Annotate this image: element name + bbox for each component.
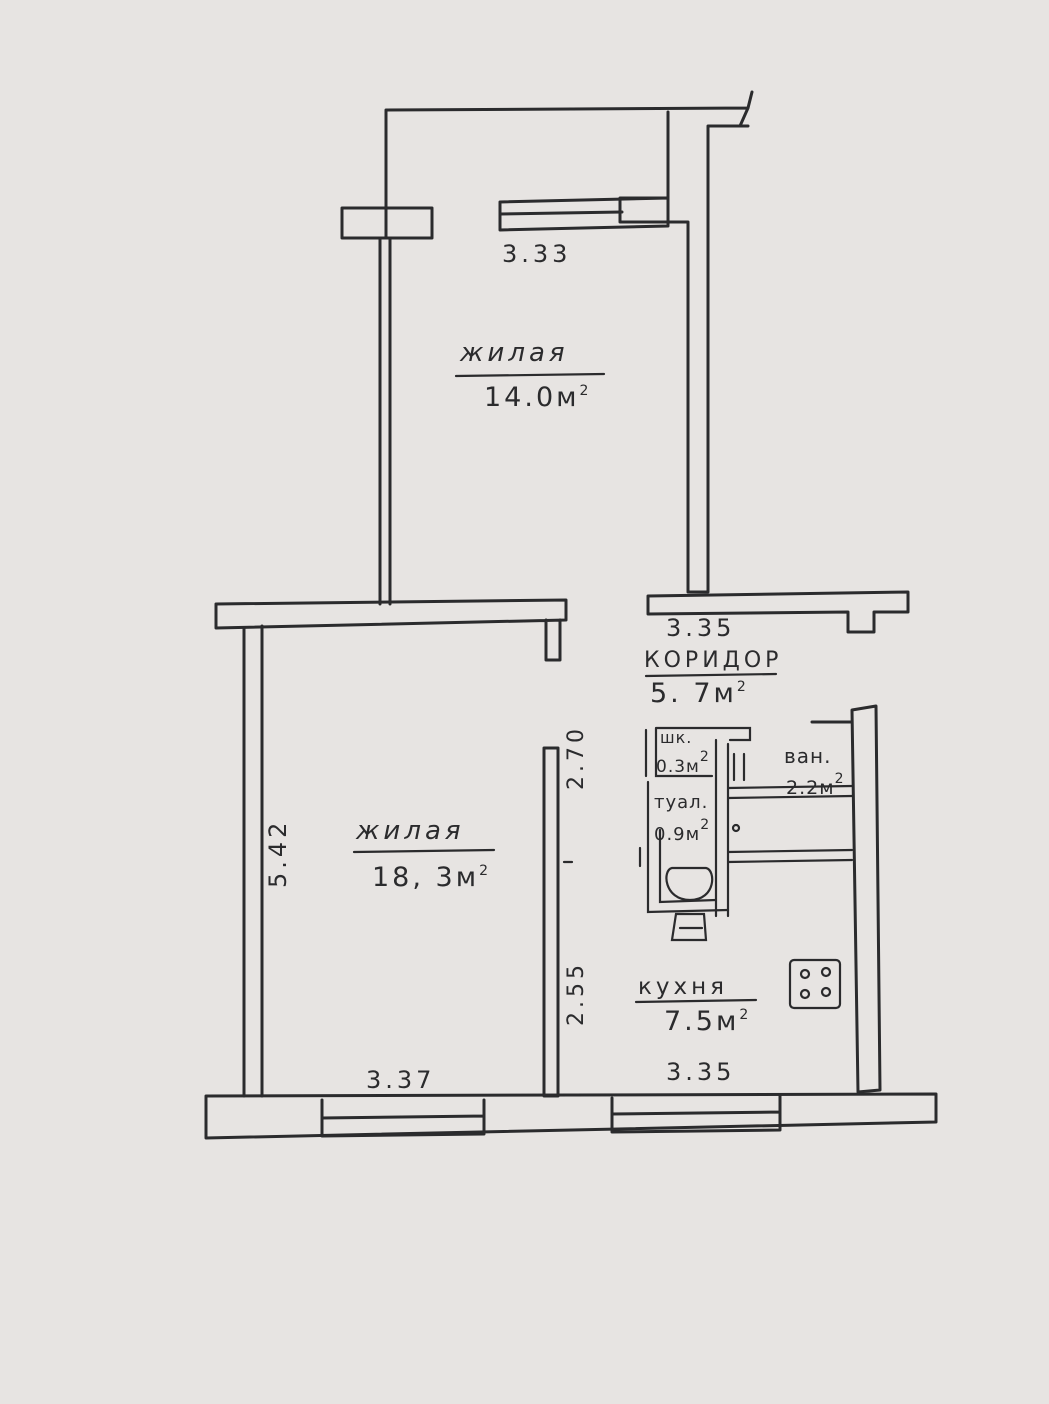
underline-corridor <box>644 672 778 678</box>
dimension-living-width: 3.37 <box>366 1066 436 1094</box>
area-unit: м <box>685 824 701 845</box>
area-value: 18, 3 <box>372 862 456 893</box>
room-name-toilet: туал. <box>654 792 709 813</box>
area-value: 0.9 <box>654 824 686 845</box>
room-area-living-bottom: 18, 3м2 <box>372 864 488 891</box>
dimension-living-height: 5.42 <box>264 818 292 888</box>
area-exponent: 2 <box>699 749 709 765</box>
dimension-corridor-width: 3.35 <box>666 614 736 642</box>
top-room-left-window <box>340 206 434 240</box>
area-exponent: 2 <box>700 817 710 833</box>
area-value: 14.0 <box>484 382 557 413</box>
room-area-corridor: 5. 7м2 <box>650 680 746 707</box>
area-unit: м <box>686 757 700 777</box>
underline-top-room <box>454 372 606 378</box>
room-area-kitchen: 7.5м2 <box>664 1008 748 1035</box>
living-right-partition <box>542 746 560 1098</box>
underline-kitchen <box>634 998 758 1004</box>
middle-partition-wall <box>214 598 568 662</box>
room-area-bath: 2.2м2 <box>786 772 843 798</box>
closet-door-mark <box>732 752 746 782</box>
area-value: 7.5 <box>664 1006 716 1037</box>
area-value: 2.2 <box>786 777 820 799</box>
top-room-left-wall <box>378 236 392 606</box>
stove-outline <box>788 958 842 1010</box>
area-exponent: 2 <box>579 383 589 399</box>
room-area-toilet: 0.9м2 <box>654 818 709 844</box>
room-area-living-top: 14.0м2 <box>484 384 588 411</box>
stove-burner-2 <box>820 966 832 978</box>
top-room-right-chimney-wall <box>618 110 750 594</box>
area-exponent: 2 <box>739 1007 749 1023</box>
room-name-living-top: жилая <box>460 338 569 368</box>
area-unit: м <box>556 382 580 413</box>
area-value: 5. 7 <box>650 678 714 709</box>
bottom-exterior-wall <box>204 1092 938 1140</box>
room-name-bath: ван. <box>784 744 832 768</box>
top-room-right-window <box>498 196 670 232</box>
sink-mark <box>731 823 741 833</box>
room-name-living-bottom: жилая <box>356 816 465 846</box>
area-unit: м <box>715 1006 740 1037</box>
area-exponent: 2 <box>479 863 488 879</box>
toilet-outline <box>638 780 730 914</box>
corridor-top-wall <box>646 590 910 634</box>
room-name-closet: шк. <box>660 728 693 747</box>
room-name-kitchen: кухня <box>638 974 728 1000</box>
living-left-wall <box>242 624 264 1098</box>
bottom-right-window <box>610 1094 782 1134</box>
dimension-partition-lower: 2.55 <box>564 961 589 1026</box>
room-area-closet: 0.3м2 <box>656 750 709 776</box>
area-exponent: 2 <box>834 771 844 787</box>
dimension-partition-upper: 2.70 <box>564 725 589 790</box>
closet-outline <box>644 726 752 778</box>
area-value: 0.3 <box>656 757 687 777</box>
area-unit: м <box>819 777 835 799</box>
stove-burner-1 <box>799 968 811 980</box>
area-unit: м <box>455 862 480 893</box>
bottom-left-window <box>320 1098 486 1138</box>
stove-burner-4 <box>820 986 832 998</box>
kitchen-right-wall <box>810 704 882 1094</box>
dimension-top-room-width: 3.33 <box>502 240 572 268</box>
dimension-kitchen-width: 3.35 <box>666 1058 736 1086</box>
area-unit: м <box>713 678 737 709</box>
door-tick-marks <box>546 658 574 864</box>
toilet-fixture <box>665 866 714 942</box>
bath-outline <box>714 738 854 918</box>
stove-burner-3 <box>799 988 811 1000</box>
underline-living-room <box>352 848 496 854</box>
top-room-top-wall <box>384 90 754 240</box>
room-name-corridor: КОРИДОР <box>644 648 783 673</box>
area-exponent: 2 <box>736 679 746 695</box>
